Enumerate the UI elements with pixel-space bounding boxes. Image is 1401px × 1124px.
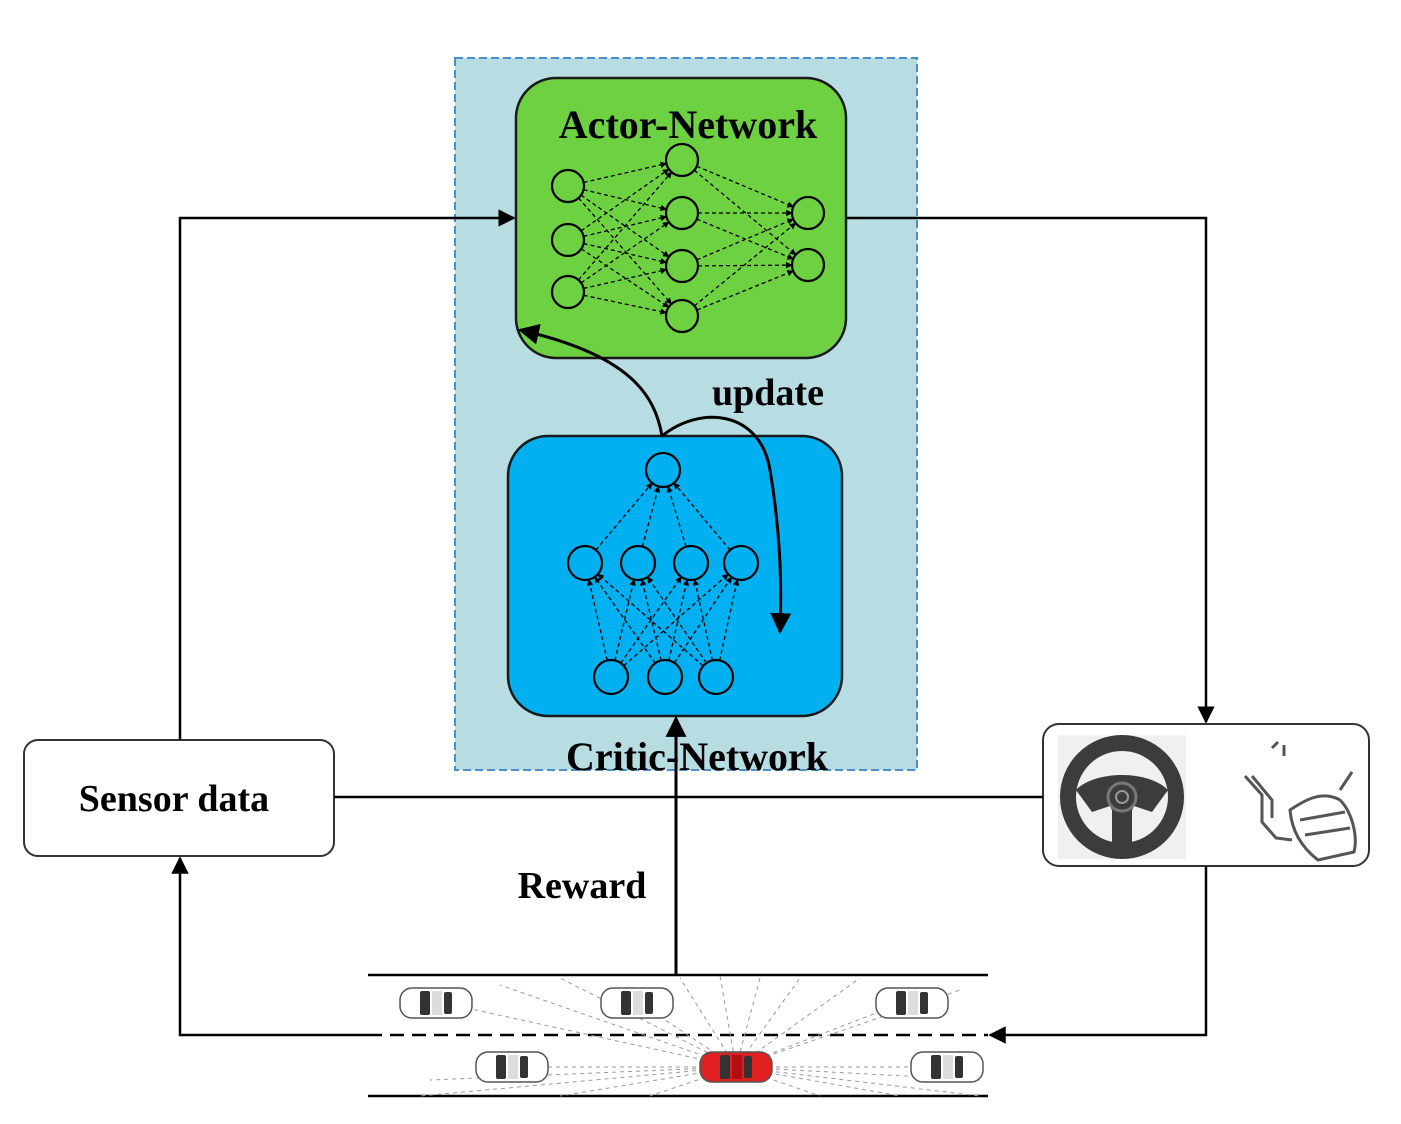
road [368,973,988,1098]
critic-network-title: Critic-Network [566,734,829,779]
actor-neuron-edge [583,161,668,184]
actor-neuron-node [550,168,586,204]
actor-neuron-node [790,195,826,231]
sensor-to-actor-arrow [178,209,516,740]
sensor-ray [735,1066,821,1097]
actor-neuron-edge [580,168,670,232]
actor-neuron-node [664,142,700,178]
actor-neuron-edge [583,189,668,212]
critic-neuron-edge [594,576,656,664]
foot-pedal-icon [1243,740,1357,862]
actor-neuron-edge [580,248,670,308]
critic-neuron-node [646,658,684,696]
sensor-ray [649,1066,737,1097]
sensor-ray [419,1066,737,1097]
critic-neuron-edge [641,485,661,547]
actor-neuron-node [790,247,826,283]
actor-to-action-arrow [846,216,1215,724]
actor-neuron-edge [580,221,670,284]
sensor-ray [429,1066,737,1081]
road-to-sensor-arrow [171,856,368,1037]
sensor-ray [499,984,737,1068]
update-arrow-to-critic [661,415,792,635]
actor-neuron-edge [696,165,794,208]
actor-neuron-edge [693,222,797,307]
sensor-ray [559,1066,737,1097]
sensor-ray [429,999,737,1068]
critic-neuron-node [644,451,682,489]
critic-neuron-node [566,544,604,582]
actor-neuron-node [664,195,700,231]
critic-neuron-edge [597,573,704,667]
sensor-data-label: Sensor data [79,778,269,820]
actor-network-title: Actor-Network [559,102,818,147]
actor-neuron-node [664,248,700,284]
update-arrow-to-actor [517,323,664,437]
actor-neuron-node [550,274,586,310]
actor-neuron-edge [696,270,794,311]
car-icon [399,987,473,1019]
critic-network-graph [566,451,760,696]
critic-neuron-edge [647,576,707,664]
actor-neuron-edge [580,194,670,258]
actor-network-graph [550,142,826,334]
actor-neuron-edge [577,171,673,281]
actor-neuron-edge [578,197,672,305]
actor-neuron-edge [693,169,797,256]
car-icon [910,1051,984,1083]
actor-neuron-edge [583,242,668,265]
sensor-ray [735,1066,981,1097]
actor-neuron-node [550,222,586,258]
critic-neuron-node [592,658,630,696]
actor-neuron-edge [583,294,667,315]
reward-label: Reward [518,865,647,907]
car-icon [475,1051,549,1083]
action-to-road-arrow [988,866,1208,1044]
update-label: update [712,372,824,414]
critic-neuron-node [672,544,710,582]
car-icon [600,987,674,1019]
critic-neuron-edge [666,485,687,547]
critic-neuron-node [697,658,735,696]
actor-neuron-edge [583,267,668,290]
actor-neuron-edge [697,261,793,269]
critic-neuron-node [722,544,760,582]
steering-wheel-icon [1060,735,1184,859]
critic-neuron-edge [623,573,729,667]
car-icon [875,987,949,1019]
road-cars [399,987,984,1083]
critic-network-box [506,434,844,718]
critic-neuron-edge [595,482,653,551]
critic-neuron-node [619,544,657,582]
critic-neuron-edge [673,482,731,551]
actor-neuron-node [664,298,700,334]
sensor-ray [559,977,737,1068]
car-icon [699,1051,773,1083]
critic-neuron-edge [620,576,682,664]
critic-neuron-edge [673,576,733,664]
actor-neuron-edge [696,218,794,261]
